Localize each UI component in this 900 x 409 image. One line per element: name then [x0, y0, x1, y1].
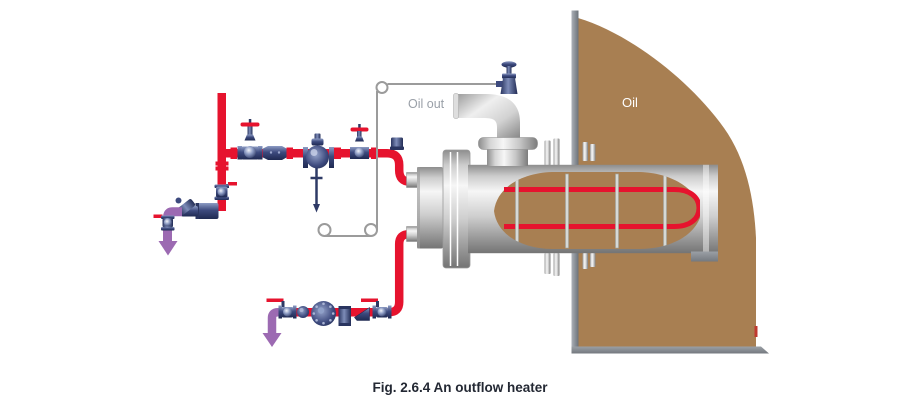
heater-cutaway	[494, 172, 702, 249]
strainer	[263, 146, 287, 160]
oil-out-label: Oil out	[408, 97, 445, 111]
steam-main-pipe	[218, 149, 378, 158]
valve-spindle-tip	[313, 204, 320, 213]
tank-floor	[571, 346, 769, 354]
steam-trap	[175, 197, 198, 217]
heater-header	[417, 167, 443, 249]
outlet-flange-disc	[478, 137, 538, 150]
oil-label: Oil	[622, 95, 638, 110]
valve-stem	[357, 131, 362, 139]
valve-flange	[278, 305, 282, 319]
outlet-stub	[487, 147, 528, 166]
outlet-elbow	[456, 94, 520, 140]
condensate-drain-pipe	[267, 307, 284, 334]
condensate-drain-arrow	[158, 241, 178, 256]
ball-valve-ball	[163, 218, 172, 227]
air-vent-fitting	[390, 137, 404, 150]
capillary-sensing-line	[317, 81, 496, 237]
ball-valve-ball	[217, 187, 226, 197]
temperature-control-valve	[303, 133, 334, 213]
steam-inlet-pipe	[374, 148, 417, 186]
valve-flange	[161, 227, 175, 231]
valve-flange	[329, 147, 334, 168]
sensor-body	[500, 78, 518, 94]
ball-valve-lever	[266, 298, 284, 302]
sensor-handwheel	[501, 61, 517, 68]
steam-piping	[215, 93, 417, 317]
heater-end-cap	[700, 164, 718, 254]
outlet-open-end	[453, 93, 459, 119]
outflow-heater	[406, 149, 718, 269]
valve-flange	[303, 147, 308, 168]
ball-valve-ball	[283, 307, 292, 317]
valve-flange	[258, 146, 263, 160]
drain-pocket	[195, 203, 219, 219]
tank-wall-mounting-studs	[544, 138, 596, 276]
heater-support-foot	[691, 251, 718, 262]
pipe-flange	[215, 161, 229, 166]
valve-bonnet	[355, 136, 364, 142]
valve-handwheel	[240, 122, 260, 127]
isolation-globe-valve-1	[237, 119, 263, 160]
valve-handwheel	[350, 127, 369, 132]
float-trap	[311, 301, 336, 326]
steam-main-trap-set	[153, 182, 237, 256]
check-valve	[354, 306, 370, 321]
pipe-flange	[215, 166, 229, 171]
oil-outlet-pipe	[453, 61, 538, 166]
sight-glass	[338, 306, 351, 326]
valve-ball	[354, 147, 365, 158]
valve-flange	[372, 305, 376, 319]
heating-coil-u-tube	[504, 187, 702, 229]
ball-valve-lever	[228, 182, 237, 186]
condensate-outlet-pipe	[283, 229, 417, 317]
tank-edge-mark	[754, 326, 758, 337]
heater-flange	[442, 149, 471, 269]
isolation-globe-valve-2	[350, 124, 369, 159]
union-fitting	[297, 306, 309, 318]
ball-valve-lever	[361, 298, 378, 302]
temperature-sensor	[496, 61, 518, 94]
valve-flange	[237, 146, 242, 160]
valve-round-body	[306, 145, 329, 169]
figure-caption: Fig. 2.6.4 An outflow heater	[372, 380, 548, 395]
valve-flange	[388, 305, 392, 319]
valve-stem	[247, 126, 253, 136]
valve-ball	[244, 146, 256, 158]
ball-valve-ball	[377, 307, 387, 317]
valve-flange	[293, 305, 297, 319]
valve-top-dome	[311, 138, 324, 146]
heater-condensate-trap-set	[262, 298, 392, 347]
condensate-drain-arrow	[262, 333, 282, 347]
ball-valve-lever	[153, 214, 163, 218]
valve-bonnet	[244, 134, 256, 141]
